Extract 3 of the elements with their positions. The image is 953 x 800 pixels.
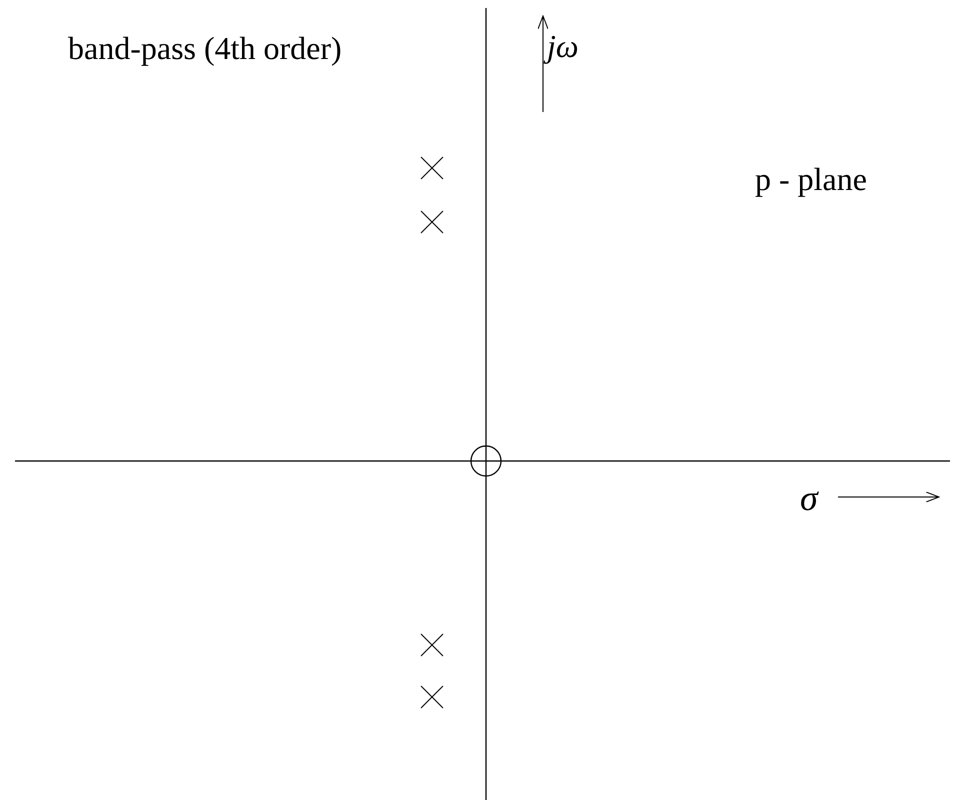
- plane-label: p - plane: [755, 163, 867, 195]
- plot-title: band-pass (4th order): [68, 32, 342, 64]
- axis-label: σ: [800, 480, 818, 516]
